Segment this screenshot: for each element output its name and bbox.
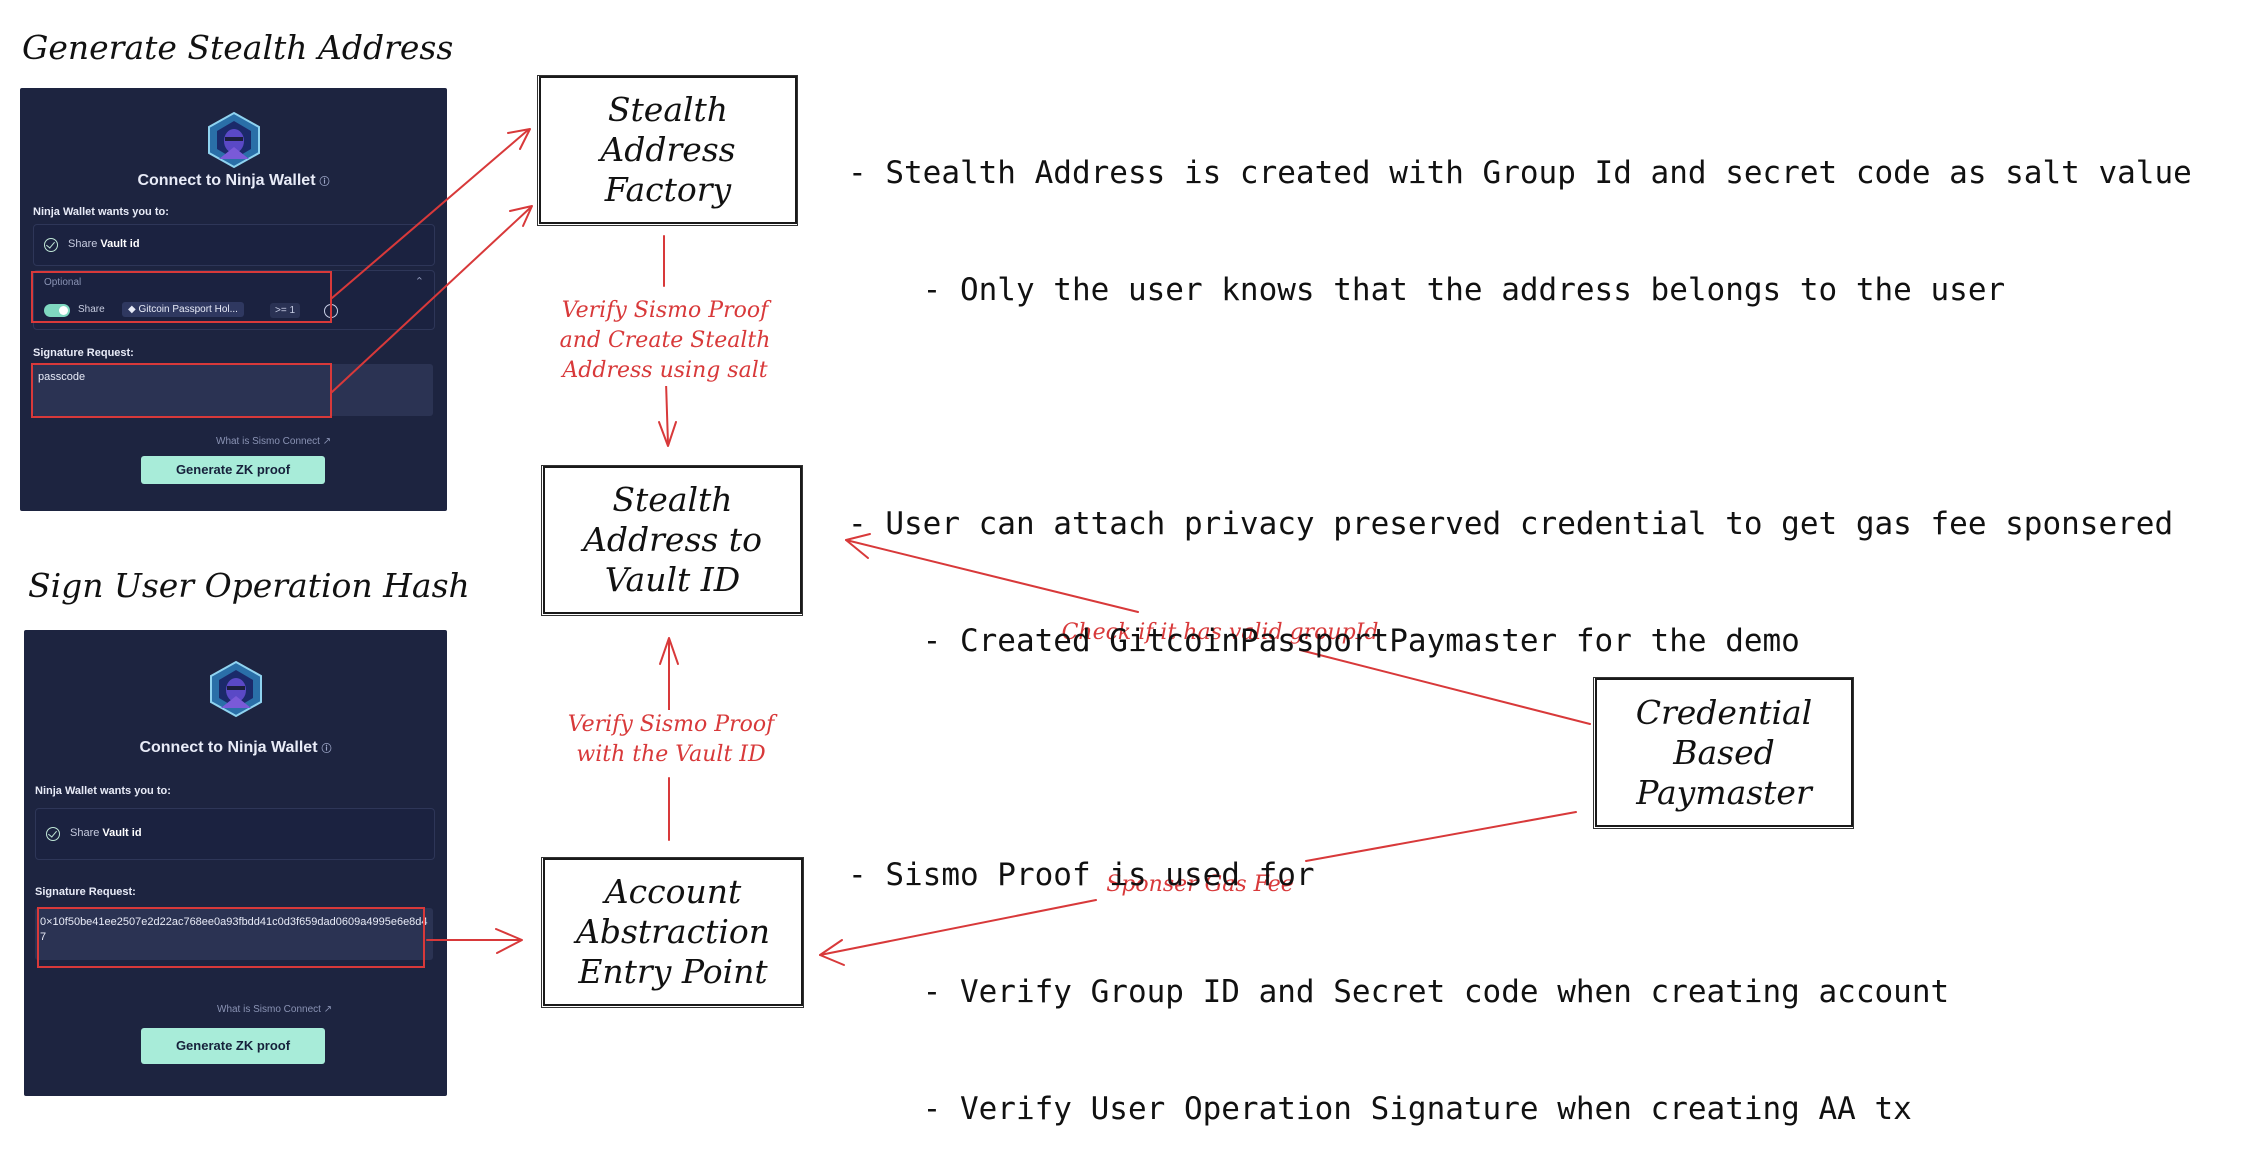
wants-label: Ninja Wallet wants you to:: [33, 206, 169, 218]
generate-zk-proof-button[interactable]: Generate ZK proof: [141, 456, 325, 484]
what-is-sismo-link[interactable]: What is Sismo Connect ↗: [216, 436, 332, 447]
credential-text: Gitcoin Passport Hol...: [138, 304, 238, 315]
arrow-signature-to-factory: [331, 207, 531, 393]
credential-chip[interactable]: ◆ Gitcoin Passport Hol...: [122, 302, 244, 317]
note-line: - Verify Group ID and Secret code when c…: [848, 974, 1950, 1010]
stealth-address-factory-box: Stealth Address Factory: [537, 75, 798, 226]
share-item: Vault id: [100, 238, 140, 250]
signature-label: Signature Request:: [35, 886, 136, 898]
generate-zk-proof-button[interactable]: Generate ZK proof: [141, 1028, 325, 1064]
label-verify-vault: Verify Sismo Proof with the Vault ID: [546, 710, 796, 770]
signature-input[interactable]: passcode: [33, 364, 433, 416]
entry-point-box: Account Abstraction Entry Point: [541, 857, 804, 1008]
info-icon[interactable]: ⓘ: [319, 177, 330, 188]
note-line: - Sismo Proof is used for: [848, 857, 1315, 893]
note-line: [848, 739, 2192, 778]
bottom-section-title: Sign User Operation Hash: [28, 566, 470, 605]
share-vault-text: Share Vault id: [68, 238, 140, 250]
note-line: - Stealth Address is created with Group …: [848, 155, 2192, 191]
arrow-factory-to-vault: [663, 235, 669, 445]
notes-list: - Stealth Address is created with Group …: [848, 76, 2192, 1168]
ninja-logo-icon: [210, 660, 262, 718]
share-prefix: Share: [70, 827, 100, 839]
arrow-paymaster-to-vault: [845, 539, 1591, 725]
label-check-group: Check if it has valid groupId: [1050, 618, 1390, 648]
chevron-up-icon[interactable]: ⌃: [414, 276, 424, 288]
highlight-signature: [31, 363, 332, 418]
share-vault-row: Share Vault id: [35, 808, 435, 860]
ninja-logo-icon: [208, 111, 260, 169]
label-sponsor: Sponser Gas Fee: [1100, 870, 1300, 900]
threshold-chip[interactable]: >= 1: [270, 303, 301, 318]
share-label: Share: [78, 304, 105, 315]
note-line: - Created GitcoinPassportPaymaster for t…: [848, 623, 1800, 659]
arrow-optional-to-factory: [331, 129, 529, 299]
note-line: - User can attach privacy preserved cred…: [848, 506, 2174, 542]
note-line: - Verify User Operation Signature when c…: [848, 1091, 1912, 1127]
check-icon: [44, 238, 58, 252]
highlight-signature-hash: [37, 907, 425, 968]
check-icon: [46, 827, 60, 841]
signature-input[interactable]: 0×10f50be41ee2507e2d22ac768ee0a93fbdd41c…: [35, 908, 433, 960]
credential-paymaster-box: Credential Based Paymaster: [1593, 677, 1854, 829]
optional-section: Optional ⌃ Share ◆ Gitcoin Passport Hol.…: [33, 270, 435, 330]
share-vault-text: Share Vault id: [70, 827, 142, 839]
arrow-paymaster-to-entry: [819, 811, 1577, 956]
signature-label: Signature Request:: [33, 347, 134, 359]
stealth-address-to-vault-box: Stealth Address to Vault ID: [541, 465, 803, 616]
share-toggle[interactable]: [44, 304, 70, 317]
wants-label: Ninja Wallet wants you to:: [35, 785, 171, 797]
share-vault-row: Share Vault id: [33, 224, 435, 266]
note-line: [848, 388, 2192, 427]
arrow-layer: [331, 128, 1591, 966]
info-icon[interactable]: ⓘ: [321, 744, 332, 755]
label-verify-create: Verify Sismo Proof and Create Stealth Ad…: [540, 296, 790, 386]
connect-title-text: Connect to Ninja Wallet: [139, 739, 318, 756]
optional-label: Optional: [44, 277, 82, 288]
note-line: - Only the user knows that the address b…: [848, 272, 2006, 308]
share-prefix: Share: [68, 238, 98, 250]
connect-title-text: Connect to Ninja Wallet: [137, 172, 316, 189]
what-is-sismo-link[interactable]: What is Sismo Connect ↗: [217, 1004, 333, 1015]
highlight-optional: [31, 271, 332, 323]
share-item: Vault id: [102, 827, 142, 839]
top-section-title: Generate Stealth Address: [22, 28, 454, 67]
